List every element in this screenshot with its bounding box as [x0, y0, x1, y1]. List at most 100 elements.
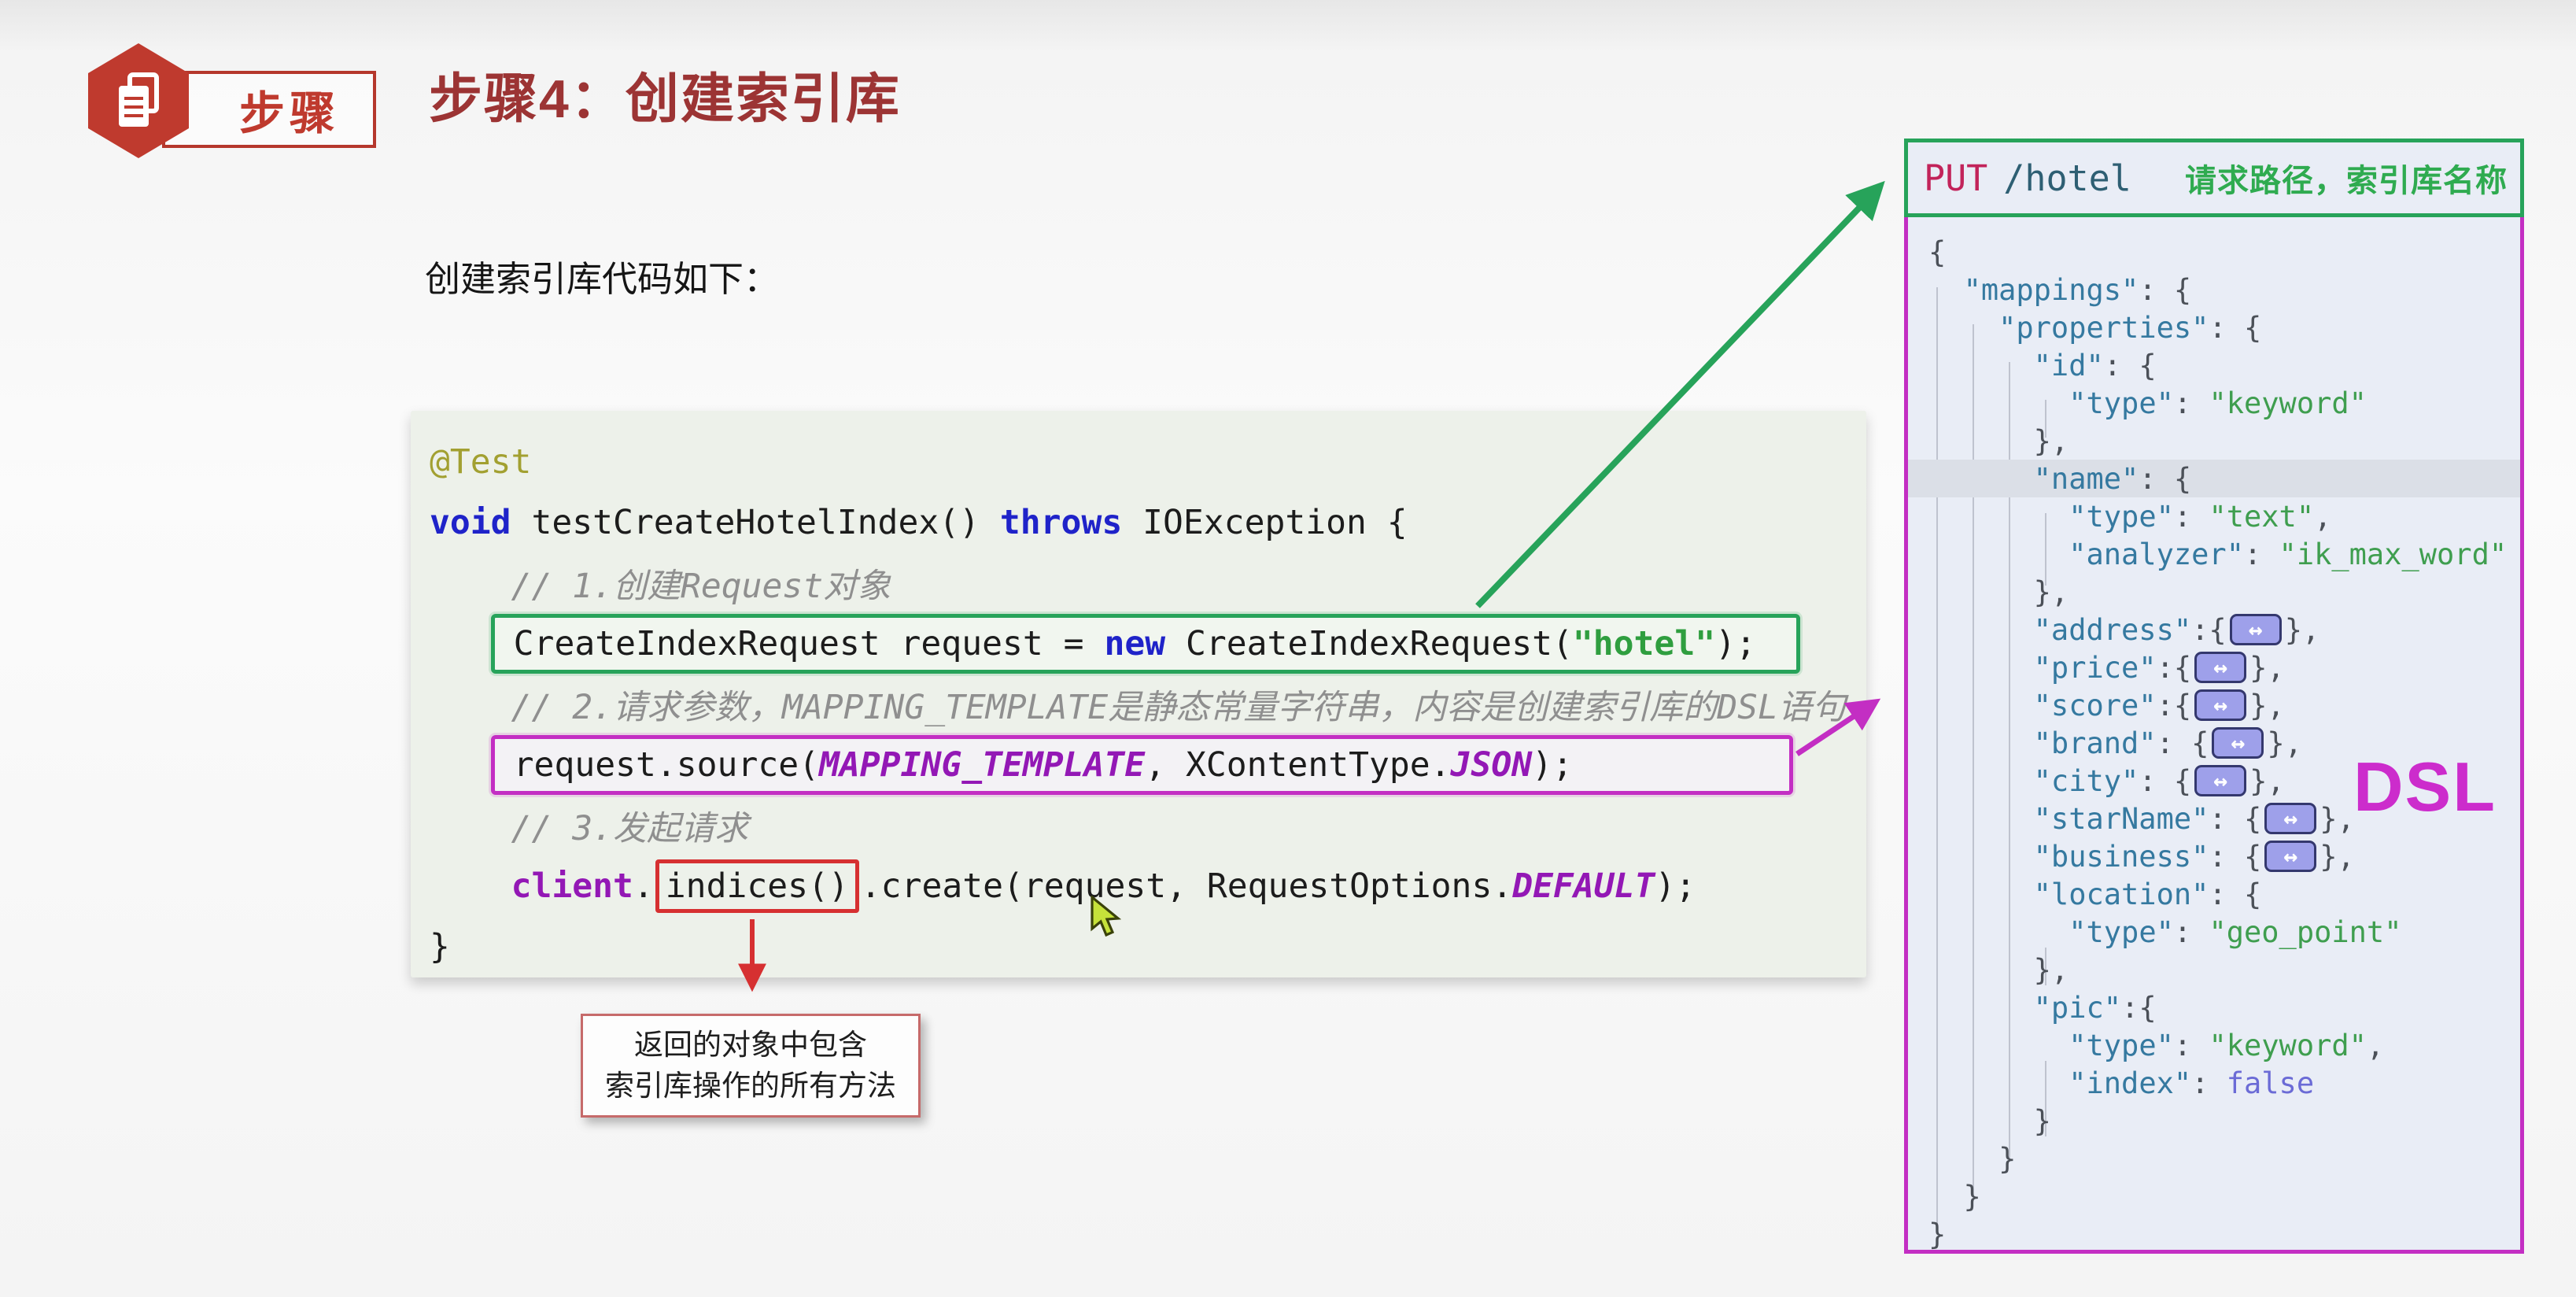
code-line: @Test	[430, 431, 1866, 492]
code-token: "keyword"	[2209, 1028, 2367, 1062]
code-fold-button[interactable]: ↔	[2194, 689, 2247, 721]
code-token	[430, 867, 511, 906]
code-fold-button[interactable]: ↔	[2264, 841, 2317, 872]
code-fold-button[interactable]: ↔	[2229, 614, 2282, 645]
code-line: CreateIndexRequest request = new CreateI…	[430, 613, 1866, 674]
code-token: MAPPING_TEMPLATE	[819, 745, 1146, 785]
dsl-line: "name": {	[1908, 460, 2520, 497]
code-token: ,	[2314, 499, 2332, 534]
code-token: },	[2320, 839, 2355, 874]
indent-guide	[2009, 362, 2010, 1158]
code-fold-button[interactable]: ↔	[2194, 765, 2247, 796]
code-token	[1928, 991, 2034, 1025]
code-token: "type"	[2069, 915, 2174, 949]
code-token: );	[1655, 866, 1696, 906]
code-token: }	[1928, 1179, 1981, 1214]
code-token: );	[1532, 745, 1573, 785]
document-icon	[119, 72, 159, 127]
code-token: : {	[2139, 272, 2192, 307]
code-token	[1928, 840, 2034, 874]
code-token	[1928, 613, 2034, 647]
code-token: "price"	[2033, 650, 2157, 685]
code-token: }	[1928, 1141, 2017, 1176]
indent-guide	[2045, 948, 2046, 985]
code-token	[1928, 802, 2034, 836]
code-token	[1928, 764, 2034, 798]
code-token: false	[2226, 1066, 2315, 1100]
code-token: },	[2249, 650, 2285, 685]
code-token: "analyzer"	[2069, 537, 2244, 571]
dsl-line: "type": "text",	[1928, 497, 2520, 535]
subtitle: 创建索引库代码如下：	[425, 259, 780, 299]
dsl-line: "type": "geo_point"	[1928, 913, 2520, 951]
dsl-line: }	[1928, 1102, 2520, 1140]
code-token: },	[1928, 952, 2069, 987]
code-token	[1928, 689, 2034, 722]
code-token: :	[2191, 1066, 2227, 1100]
code-token: :	[2173, 1028, 2209, 1062]
code-token: "city"	[2033, 763, 2139, 798]
code-token: : {	[2139, 763, 2192, 798]
code-line: // 1.创建Request对象	[430, 552, 1866, 613]
indent-guide	[2045, 1061, 2046, 1136]
code-token: JSON	[1450, 745, 1533, 785]
code-token: :{	[2156, 650, 2192, 685]
code-token: :	[2243, 537, 2279, 571]
indent-guide	[2045, 400, 2046, 438]
code-token: "keyword"	[2209, 386, 2367, 420]
dsl-line: "address":{↔},	[1928, 611, 2520, 648]
dsl-line: }	[1928, 1140, 2520, 1177]
code-token	[1928, 462, 2034, 496]
code-token: DEFAULT	[1512, 866, 1655, 906]
dsl-line: "score":{↔},	[1928, 686, 2520, 724]
code-token: },	[2320, 801, 2355, 836]
code-token: :	[2173, 386, 2209, 420]
code-token	[1928, 1029, 2069, 1062]
code-token	[1928, 878, 2034, 911]
code-line: // 3.发起请求	[430, 795, 1866, 855]
code-token: },	[2284, 612, 2320, 647]
code-token: "starName"	[2033, 801, 2209, 836]
green-box: CreateIndexRequest request = new CreateI…	[490, 613, 1800, 674]
code-token	[430, 624, 491, 663]
code-token: "type"	[2069, 499, 2174, 534]
code-fold-button[interactable]: ↔	[2264, 803, 2317, 834]
code-token: :	[2173, 915, 2209, 949]
dsl-line: "type": "keyword",	[1928, 1026, 2520, 1064]
code-line: request.source(MAPPING_TEMPLATE, XConten…	[430, 734, 1866, 795]
code-token: indices()	[655, 859, 859, 913]
code-token: "type"	[2069, 1028, 2174, 1062]
code-token: "address"	[2033, 612, 2192, 647]
code-token: );	[1715, 623, 1756, 663]
dsl-line: }	[1928, 1177, 2520, 1215]
http-method: PUT	[1924, 157, 1988, 199]
code-token: : {	[2209, 839, 2262, 874]
java-code-lines: @Test void testCreateHotelIndex() throws …	[430, 431, 1866, 977]
code-token: @Test	[430, 442, 532, 482]
steps-badge: 步骤	[162, 71, 376, 148]
dsl-request-line: PUT /hotel 请求路径，索引库名称	[1904, 139, 2524, 217]
code-token	[1928, 273, 1964, 307]
code-token: , XContentType.	[1145, 745, 1451, 785]
code-token	[1928, 651, 2034, 685]
dsl-line: "brand": {↔},	[1928, 724, 2520, 762]
code-token: "geo_point"	[2209, 915, 2402, 949]
code-line: client.indices().create(request, Request…	[430, 855, 1866, 916]
dsl-json-editor: { "mappings": { "properties": { "id": { …	[1904, 217, 2524, 1254]
code-fold-button[interactable]: ↔	[2194, 652, 2247, 683]
code-token: },	[2249, 763, 2285, 798]
code-token: client	[511, 866, 633, 906]
badge-label: 步骤	[238, 88, 340, 139]
mouse-cursor	[1091, 896, 1122, 937]
code-fold-button[interactable]: ↔	[2212, 727, 2264, 759]
code-line: void testCreateHotelIndex() throws IOExc…	[430, 492, 1866, 552]
code-token: : {	[2156, 726, 2209, 760]
indent-guide	[2045, 513, 2046, 586]
code-token: },	[2267, 726, 2302, 760]
code-token: :	[2173, 499, 2209, 534]
code-token: },	[2249, 688, 2285, 722]
code-token: "mappings"	[1963, 272, 2139, 307]
java-code-block: @Test void testCreateHotelIndex() throws …	[411, 411, 1866, 977]
code-token: CreateIndexRequest(	[1165, 623, 1573, 663]
code-line: }	[430, 916, 1866, 977]
